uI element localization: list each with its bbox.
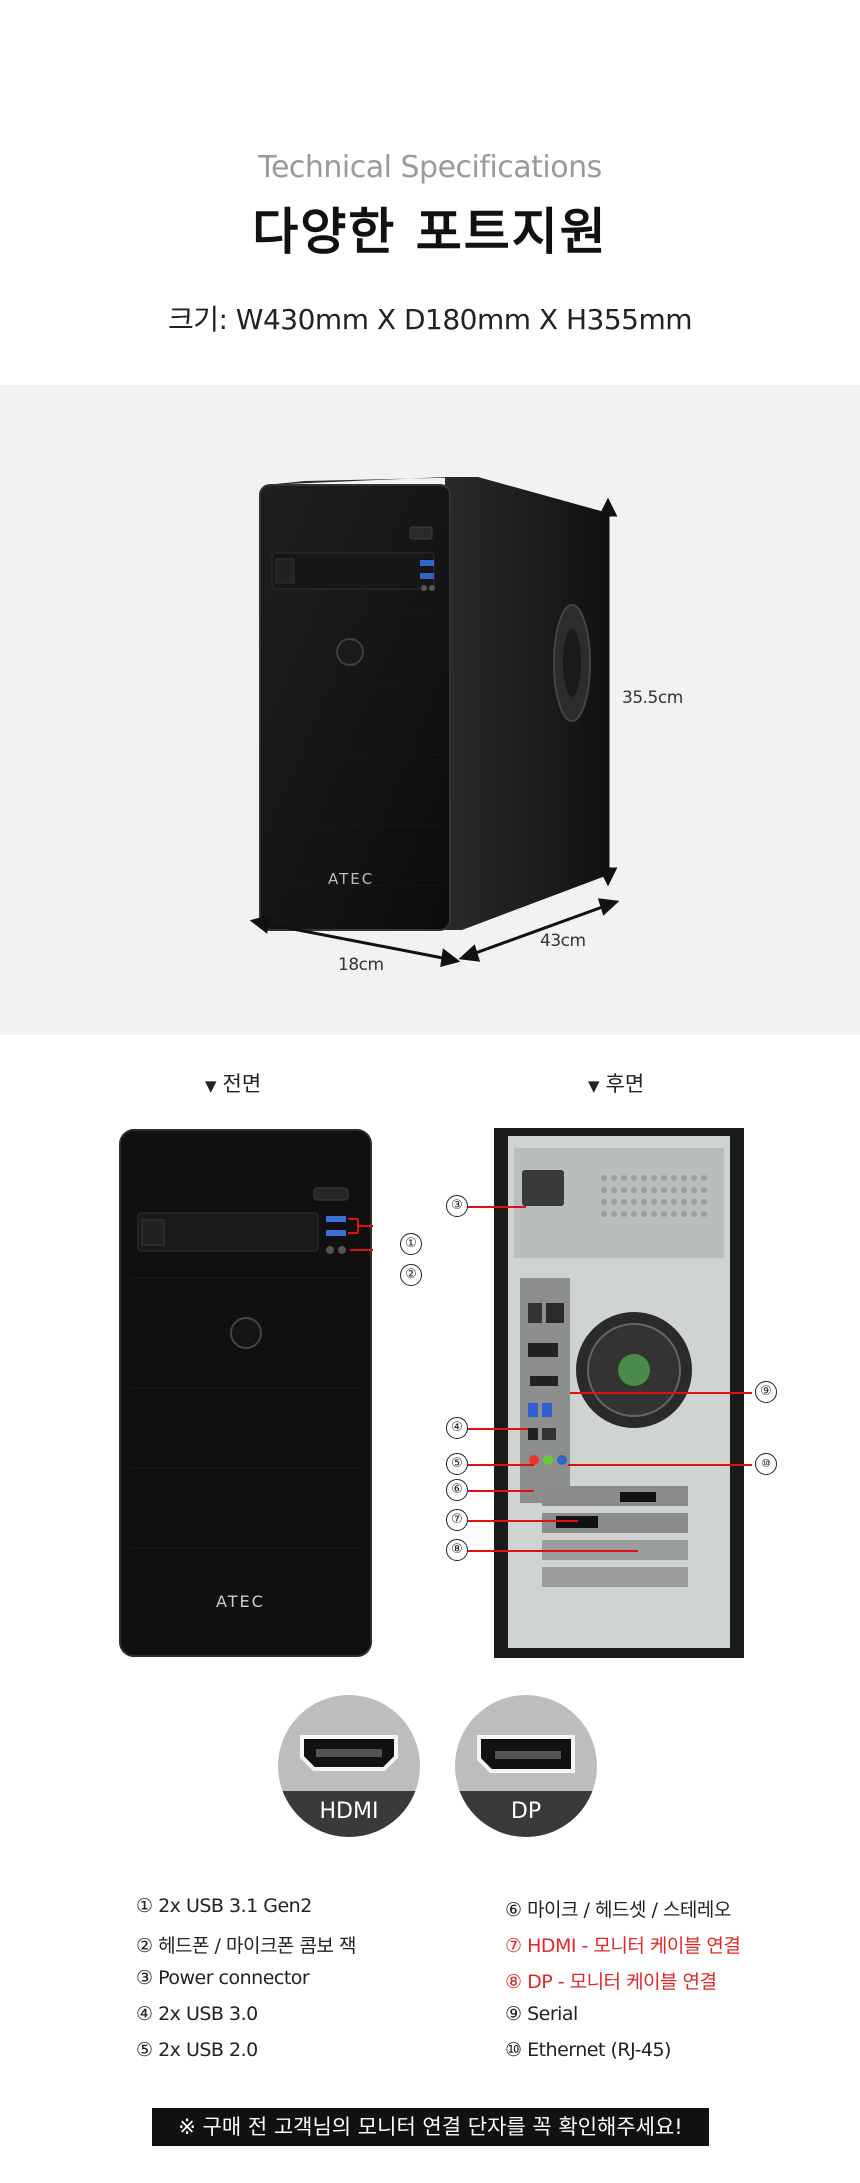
- legend-item: ③ Power connector: [136, 1967, 310, 1989]
- legend-item-dp: ⑧ DP - 모니터 케이블 연결: [505, 1971, 717, 1993]
- callout-9: ⑨: [755, 1381, 777, 1403]
- notice-banner: ※ 구매 전 고객님의 모니터 연결 단자를 꼭 확인해주세요!: [152, 2108, 709, 2146]
- front-logo: ATEC: [216, 1592, 265, 1611]
- callout-line-4: [468, 1428, 528, 1430]
- displayport-connector-icon: [477, 1735, 575, 1773]
- legend-item: ⑩ Ethernet (RJ-45): [505, 2039, 671, 2061]
- width-dimension-label: 18cm: [338, 955, 384, 975]
- legend-item: ② 헤드폰 / 마이크폰 콤보 잭: [136, 1935, 356, 1957]
- legend-item: ⑨ Serial: [505, 2003, 578, 2025]
- dp-label: DP: [455, 1791, 597, 1837]
- callout-line-7: [468, 1520, 578, 1522]
- callout-7: ⑦: [446, 1509, 468, 1531]
- legend-item: ④ 2x USB 3.0: [136, 2003, 258, 2025]
- size-spec: 크기: W430mm X D180mm X H355mm: [167, 303, 693, 336]
- case-isometric-image: [249, 477, 620, 968]
- callout-1: ①: [400, 1233, 422, 1255]
- legend-item: ⑥ 마이크 / 헤드셋 / 스테레오: [505, 1899, 731, 1921]
- header-section: Technical Specifications 다양한 포트지원 크기: W4…: [0, 0, 860, 385]
- callout-line-10: [568, 1464, 752, 1466]
- callout-line-6: [468, 1490, 534, 1492]
- subtitle: Technical Specifications: [258, 150, 602, 185]
- height-dimension-label: 35.5cm: [622, 688, 683, 708]
- callout-8: ⑧: [446, 1539, 468, 1561]
- callout-3: ③: [446, 1195, 468, 1217]
- legend-item-hdmi: ⑦ HDMI - 모니터 케이블 연결: [505, 1935, 741, 1957]
- page-title: 다양한 포트지원: [252, 203, 608, 261]
- hdmi-label: HDMI: [278, 1791, 420, 1837]
- front-view-image: [119, 1129, 373, 1657]
- rear-view-heading: ▼후면: [588, 1072, 645, 1096]
- callout-line-3: [468, 1206, 526, 1208]
- callout-6: ⑥: [446, 1479, 468, 1501]
- callout-line-5: [468, 1464, 534, 1466]
- hdmi-connector-icon: [300, 1735, 398, 1771]
- callout-10: ⑩: [755, 1453, 777, 1475]
- callout-line-8: [468, 1550, 638, 1552]
- front-view-heading: ▼전면: [205, 1072, 262, 1096]
- hdmi-port-image: HDMI: [278, 1695, 420, 1837]
- triangle-down-icon: ▼: [205, 1077, 217, 1095]
- case-logo: ATEC: [328, 870, 375, 888]
- callout-2: ②: [400, 1264, 422, 1286]
- callout-4: ④: [446, 1417, 468, 1439]
- legend-item: ⑤ 2x USB 2.0: [136, 2039, 258, 2061]
- callout-line-9: [570, 1392, 752, 1394]
- depth-dimension-label: 43cm: [540, 931, 586, 951]
- dp-port-image: DP: [455, 1695, 597, 1837]
- legend-item: ① 2x USB 3.1 Gen2: [136, 1895, 312, 1917]
- triangle-down-icon: ▼: [588, 1077, 600, 1095]
- callout-5: ⑤: [446, 1453, 468, 1475]
